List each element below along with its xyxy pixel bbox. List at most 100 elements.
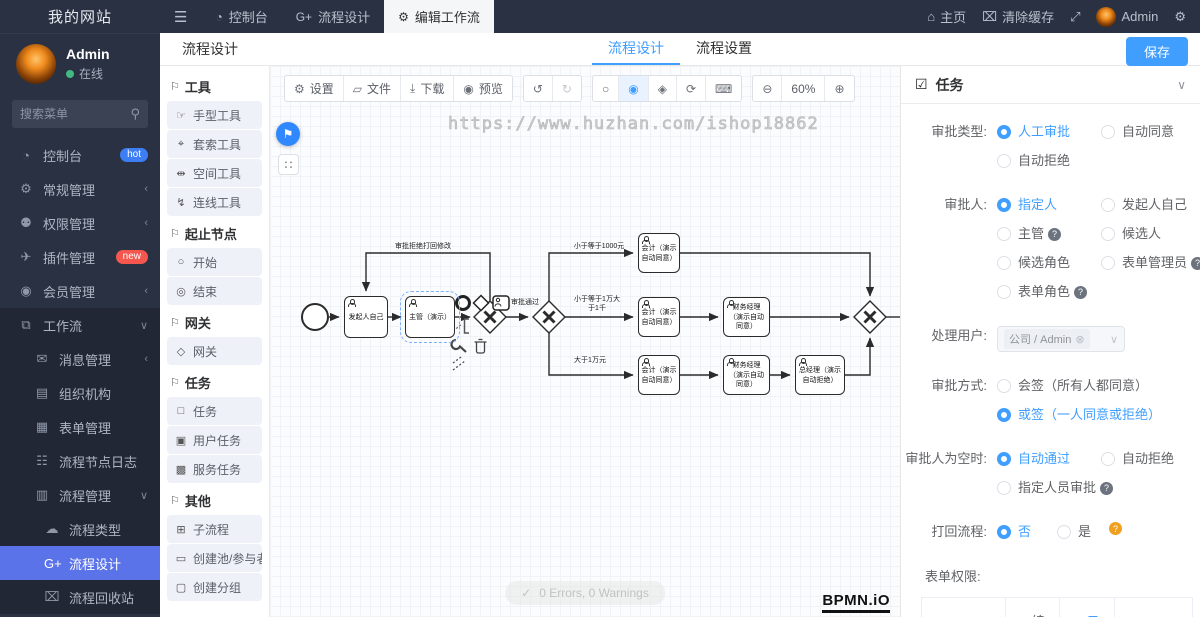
radio-assignee[interactable]: 指定人: [997, 195, 1101, 215]
home-button[interactable]: ⌂ 主页: [927, 7, 966, 26]
palette-space-tool[interactable]: ⇹ 空间工具: [167, 159, 262, 187]
start-event[interactable]: [301, 303, 329, 331]
navtab-process-design[interactable]: G+ 流程设计: [282, 0, 384, 33]
palette-user-task[interactable]: ▣ 用户任务: [167, 426, 262, 454]
save-button[interactable]: 保存: [1125, 37, 1188, 66]
preview-button[interactable]: ◉ 预览: [454, 76, 512, 101]
help-icon[interactable]: ?: [1074, 285, 1088, 299]
palette-pool[interactable]: ▭ 创建池/参与者: [167, 544, 262, 572]
col-readonly[interactable]: 只读: [1060, 598, 1116, 617]
help-icon[interactable]: ?: [1191, 256, 1200, 270]
help-icon[interactable]: ?: [1048, 227, 1062, 241]
sidebar-item-node-log[interactable]: ☷ 流程节点日志: [0, 444, 160, 478]
settings-button[interactable]: ⚙: [1174, 9, 1186, 25]
radio-form-admin[interactable]: 表单管理员?: [1101, 253, 1200, 273]
sidebar-item-organization[interactable]: ▤ 组织机构: [0, 376, 160, 410]
sidebar-item-plugin[interactable]: ✈ 插件管理 new: [0, 240, 160, 274]
grid-fab-button[interactable]: ∷: [278, 154, 299, 175]
palette-hand-tool[interactable]: ☞ 手型工具: [167, 101, 262, 129]
flow-edges[interactable]: [329, 248, 900, 380]
palette-gateway[interactable]: ◇ 网关: [167, 337, 262, 365]
tab-process-settings[interactable]: 流程设置: [696, 40, 752, 56]
task-accountant-bottom[interactable]: 会计（演示自动同意）: [638, 355, 680, 395]
radio-countersign[interactable]: 会签（所有人都同意）: [997, 376, 1148, 396]
palette-group-shape[interactable]: ▢ 创建分组: [167, 573, 262, 601]
exclusive-gateway-merge[interactable]: [853, 300, 887, 334]
bpmn-canvas[interactable]: ⚙ 设置 ▱ 文件 ⤓ 下载 ◉ 预览: [270, 66, 900, 617]
task-finance-manager-bottom[interactable]: 财务经理（演示自动同意）: [723, 355, 770, 395]
radio-auto-reject[interactable]: 自动拒绝: [997, 151, 1101, 171]
radio-assign-person[interactable]: 指定人员审批?: [997, 478, 1114, 498]
radio-candidate-role[interactable]: 候选角色: [997, 253, 1101, 273]
sidebar-item-form[interactable]: ▦ 表单管理: [0, 410, 160, 444]
radio-form-role[interactable]: 表单角色?: [997, 282, 1101, 302]
marker-fab-button[interactable]: ⚑: [276, 122, 300, 146]
tab-process-design[interactable]: 流程设计: [592, 33, 680, 65]
radio-candidate[interactable]: 候选人: [1101, 224, 1200, 244]
handler-user-select[interactable]: 公司 / Admin ⊗ ∨: [997, 326, 1125, 352]
navtab-console[interactable]: ◔ 控制台: [201, 0, 281, 33]
navtab-edit-workflow[interactable]: ⚙ 编辑工作流: [384, 0, 494, 33]
sidebar-item-general[interactable]: ⚙ 常规管理 ‹: [0, 172, 160, 206]
exclusive-gateway-2[interactable]: [532, 300, 566, 334]
palette-connect-tool[interactable]: ↯ 连线工具: [167, 188, 262, 216]
task-finance-manager-mid[interactable]: 财务经理（演示自动同意）: [723, 297, 770, 337]
visibility-button[interactable]: ◉: [619, 76, 649, 101]
bpmn-io-logo[interactable]: BPMN.iO: [822, 592, 890, 613]
radio-auto-agree[interactable]: 自动同意: [1101, 122, 1200, 142]
sidebar-item-process-mgmt[interactable]: ▥ 流程管理 ∨: [0, 478, 160, 512]
context-pad[interactable]: [450, 294, 510, 371]
sidebar-item-process-recycle[interactable]: ⌧ 流程回收站: [0, 580, 160, 614]
task-general-manager[interactable]: 总经理（演示自动拒绝）: [795, 355, 845, 395]
user-menu[interactable]: Admin: [1096, 6, 1158, 27]
zoom-level-button[interactable]: 60%: [782, 76, 826, 101]
lint-status[interactable]: ✓ 0 Errors, 0 Warnings: [505, 581, 665, 605]
redo-button[interactable]: ↻: [553, 76, 581, 101]
search-input[interactable]: [20, 107, 131, 121]
palette-start-event[interactable]: ○ 开始: [167, 248, 262, 276]
sidebar-item-process-design[interactable]: G+ 流程设计: [0, 546, 160, 580]
hamburger-button[interactable]: ☰: [160, 0, 201, 33]
palette-subprocess[interactable]: ⊞ 子流程: [167, 515, 262, 543]
undo-button[interactable]: ↺: [524, 76, 553, 101]
file-button[interactable]: ▱ 文件: [344, 76, 402, 101]
col-edit[interactable]: 编辑: [1006, 598, 1061, 617]
radio-yes[interactable]: 是: [1057, 522, 1109, 542]
help-icon-orange[interactable]: ?: [1109, 522, 1122, 535]
col-hidden[interactable]: 隐藏: [1115, 598, 1193, 617]
zoom-out-button[interactable]: ⊖: [753, 76, 783, 101]
chevron-down-icon[interactable]: ∨: [1177, 77, 1186, 92]
download-button[interactable]: ⤓ 下载: [401, 76, 455, 101]
radio-initiator-self[interactable]: 发起人自己: [1101, 195, 1200, 215]
sidebar-item-message[interactable]: ✉ 消息管理 ‹: [0, 342, 160, 376]
task-accountant-mid[interactable]: 会计（演示自动同意）: [638, 297, 680, 337]
radio-orsign[interactable]: 或签（一人同意或拒绝）: [997, 405, 1161, 425]
settings-button[interactable]: ⚙ 设置: [285, 76, 344, 101]
sidebar-item-workflow[interactable]: ⧉ 工作流 ∨: [0, 308, 160, 342]
radio-manual-approve[interactable]: 人工审批: [997, 122, 1101, 142]
close-icon[interactable]: ⊗: [1075, 333, 1085, 346]
radio-supervisor[interactable]: 主管?: [997, 224, 1101, 244]
zoom-in-button[interactable]: ⊕: [825, 76, 853, 101]
palette-lasso-tool[interactable]: ⌖ 套索工具: [167, 130, 262, 158]
fullscreen-button[interactable]: ⤢: [1070, 9, 1080, 25]
task-accountant-top[interactable]: 会计（演示自动同意）: [638, 233, 680, 273]
palette-end-event[interactable]: ◎ 结束: [167, 277, 262, 305]
radio-auto-reject-empty[interactable]: 自动拒绝: [1101, 449, 1200, 469]
clear-cache-button[interactable]: ⌧ 清除缓存: [982, 7, 1054, 26]
palette-service-task[interactable]: ▩ 服务任务: [167, 455, 262, 483]
radio-no[interactable]: 否: [997, 522, 1057, 542]
radio-auto-pass[interactable]: 自动通过: [997, 449, 1101, 469]
sidebar-item-permission[interactable]: ⚉ 权限管理 ‹: [0, 206, 160, 240]
sidebar-item-console[interactable]: ◔ 控制台 hot: [0, 138, 160, 172]
help-icon[interactable]: ?: [1100, 481, 1114, 495]
sidebar-item-member[interactable]: ◉ 会员管理 ‹: [0, 274, 160, 308]
refresh-button[interactable]: ⟳: [677, 76, 707, 101]
avatar[interactable]: [16, 44, 56, 84]
sidebar-item-process-type[interactable]: ☁ 流程类型: [0, 512, 160, 546]
token-button[interactable]: ○: [593, 76, 620, 101]
minimap-button[interactable]: ⌨: [706, 76, 741, 101]
palette-task[interactable]: □ 任务: [167, 397, 262, 425]
anchor-button[interactable]: ◈: [649, 76, 677, 101]
task-initiator[interactable]: 发起人自己: [344, 296, 388, 338]
